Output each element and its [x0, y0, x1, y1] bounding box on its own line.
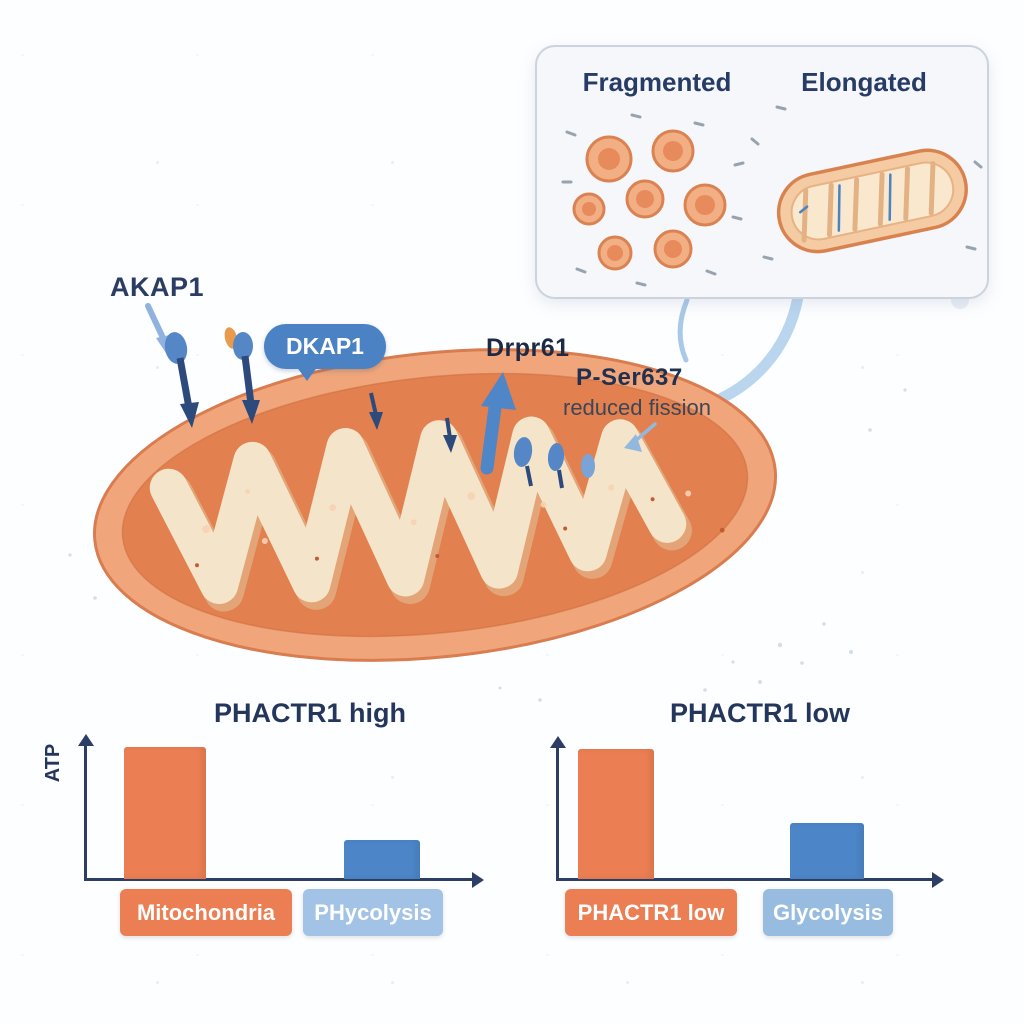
bar-mitochondria: [124, 747, 206, 879]
left-chart-y-axis-arrow: [78, 734, 94, 746]
right-chart-x-axis: [556, 878, 934, 881]
fragmented-mitochondria: [572, 129, 727, 271]
inset-panel: Fragmented Elongated: [535, 45, 989, 299]
dkap1-bubble: DKAP1: [264, 324, 386, 369]
right-chart-x-axis-arrow: [932, 872, 944, 888]
right-chart-y-axis: [556, 746, 559, 880]
right-chart-title: PHACTR1 low: [669, 698, 850, 728]
drp1-label: Drpr61: [486, 334, 570, 362]
gray-dash-specks: [561, 105, 983, 287]
dkap1-bubble-label: DKAP1: [286, 333, 364, 359]
left-chart-ylabel: ATP: [42, 743, 64, 783]
mitochondrion-body: [93, 348, 777, 662]
bar-phycolysis: [344, 840, 420, 879]
mitochondria-label-box: Mitochondria: [120, 889, 292, 936]
drp1-arrow: [480, 372, 516, 475]
right-chart-y-axis-arrow: [550, 736, 566, 748]
matrix-light-specks: [202, 484, 692, 544]
inset-connector-curve-small: [677, 297, 690, 363]
blue-protein-blobs: [513, 437, 595, 489]
matrix-dark-specks: [194, 497, 725, 568]
membrane-protein-arrows: [164, 327, 260, 428]
reduced-fission-label: reduced fission: [563, 395, 711, 420]
elongated-mitochondrion: [776, 148, 968, 254]
phycolysis-label-box: PHycolysis: [303, 889, 443, 936]
p-ser637-label: P-Ser637: [576, 364, 683, 391]
elongated-title: Elongated: [801, 67, 927, 97]
fragmented-title: Fragmented: [582, 67, 732, 97]
akap1-label: AKAP1: [110, 272, 205, 302]
inset-illustration: [561, 105, 983, 287]
right-chart-area: [558, 745, 932, 879]
dkap1-bubble-tail: [296, 366, 318, 381]
bar-glycolysis: [790, 823, 864, 879]
left-chart-x-axis-arrow: [472, 872, 484, 888]
phactr1-low-label-box: PHACTR1 low: [565, 889, 737, 936]
bar-phactr1-low: [578, 749, 654, 879]
left-chart-title: PHACTR1 high: [214, 698, 406, 728]
reduced-fission-arrow: [624, 422, 657, 452]
left-chart-x-axis: [84, 878, 474, 881]
glycolysis-label-box: Glycolysis: [763, 889, 893, 936]
left-chart-area: [86, 743, 474, 879]
left-chart-y-axis: [84, 744, 87, 880]
inset-connector-curve: [694, 291, 804, 413]
small-cristae-arrows: [369, 392, 457, 453]
